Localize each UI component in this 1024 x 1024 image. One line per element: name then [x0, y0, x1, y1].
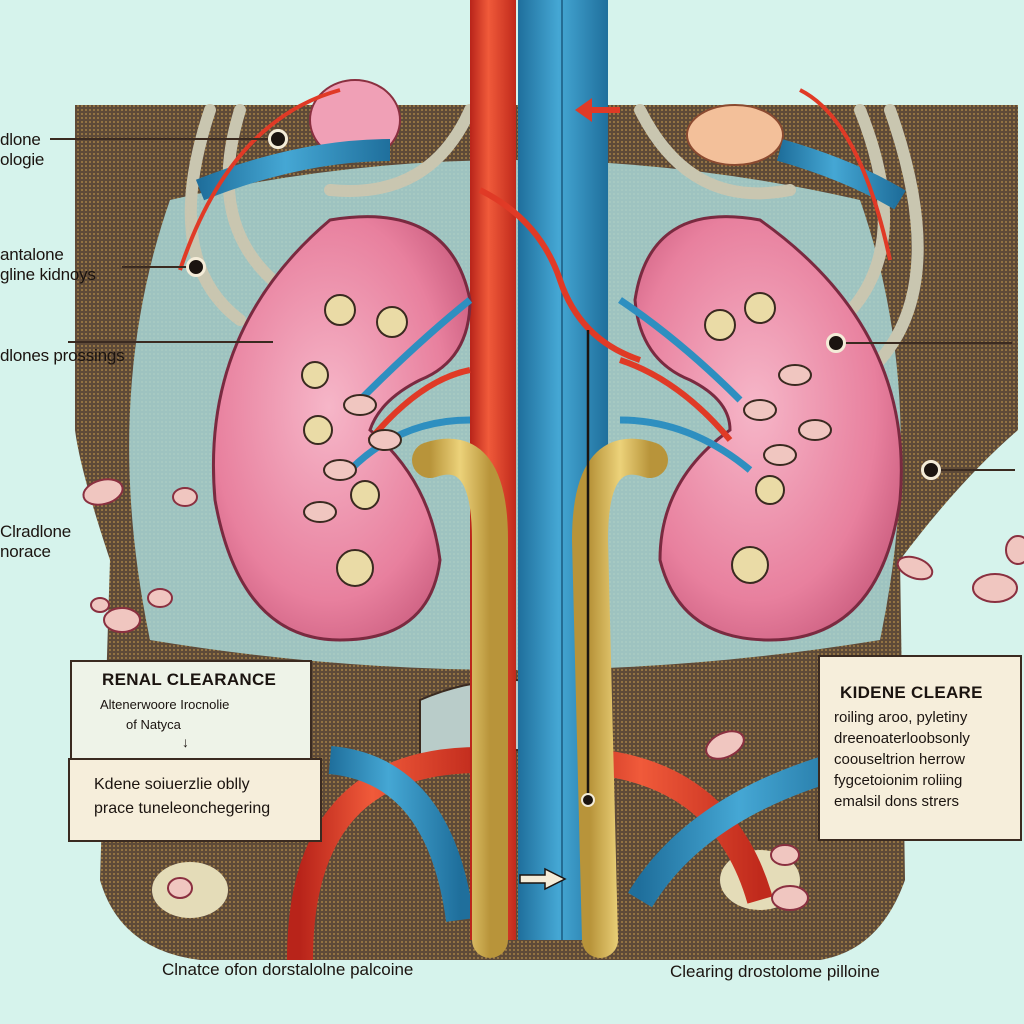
label-processing: dlones prossings [0, 346, 125, 365]
kidney-line-5: emalsil dons strers [834, 793, 960, 810]
kidney-line-2: dreenoaterloobsonly [834, 730, 970, 747]
kidney-line-1: roiling aroo, pyletiny [834, 709, 968, 726]
renal-clearance-detail-box: Kdene soiuerzlie oblly prace tuneleonche… [68, 758, 322, 842]
kidney-line-4: fygcetoionim roliing [834, 772, 963, 789]
callout-dot-1 [268, 129, 288, 149]
down-arrow-icon: ↓ [182, 734, 189, 750]
leader-line-1 [50, 138, 275, 140]
renal-clearance-subtitle-1: Altenerwoore Irocnolie [100, 697, 230, 712]
renal-clearance-box: RENAL CLEARANCE Altenerwoore Irocnolie o… [70, 660, 312, 760]
leader-line-2 [122, 266, 192, 268]
kidney-clearance-title: KIDENE CLEARE [840, 683, 983, 702]
kidney-clearance-box: KIDENE CLEARE roiling aroo, pyletiny dre… [818, 655, 1022, 841]
leader-line-4 [840, 342, 1012, 344]
label-storage: Clradlone norace [0, 522, 71, 561]
callout-dot-5 [921, 460, 941, 480]
callout-dot-4 [826, 333, 846, 353]
detail-line-1: Kdene soiuerzlie oblly [94, 776, 250, 793]
leader-line-5 [935, 469, 1015, 471]
caption-left: Clnatce ofon dorstalolne palcoine [162, 960, 414, 979]
label-kidneys: antalone gline kidnoys [0, 245, 96, 284]
detail-line-2: prace tuneleonchegering [94, 800, 271, 817]
kidney-line-3: coouseltrion herrow [834, 751, 965, 768]
callout-dot-2 [186, 257, 206, 277]
renal-clearance-title: RENAL CLEARANCE [102, 670, 277, 689]
label-adrenal: dlone ologie [0, 130, 45, 169]
caption-right: Clearing drostolome pilloine [670, 962, 880, 981]
renal-clearance-subtitle-2: of Natyca [126, 717, 181, 732]
leader-line-3 [68, 341, 273, 343]
